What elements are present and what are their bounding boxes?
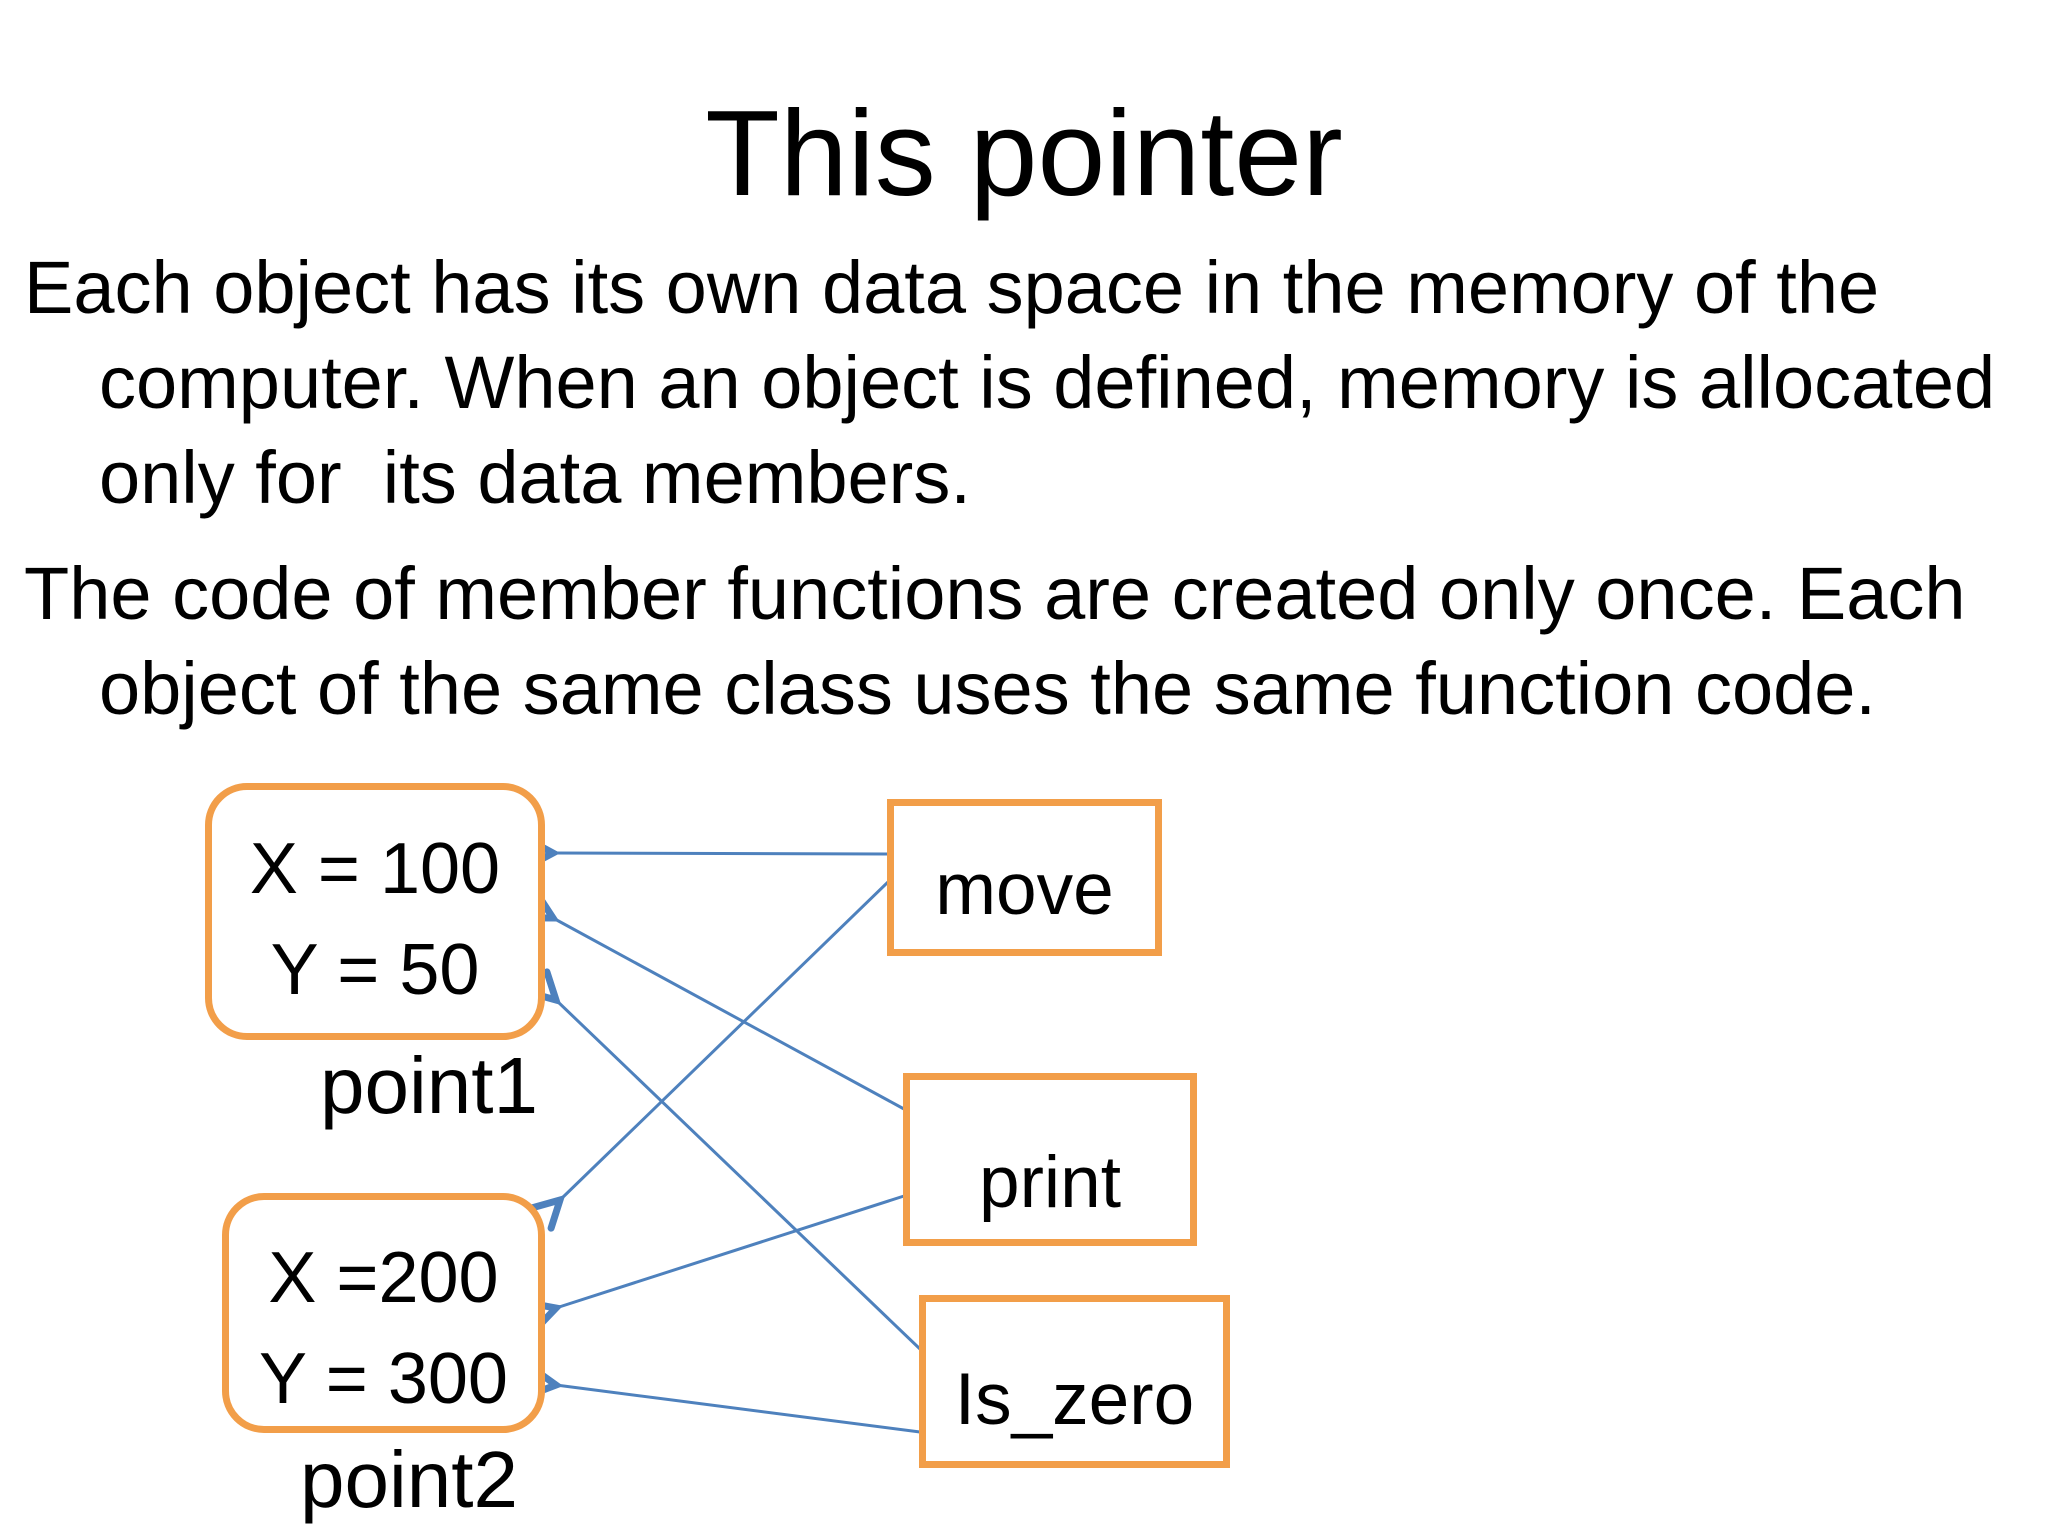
arrow-move-to-point2: [560, 880, 890, 1200]
move-function-box: move: [887, 799, 1162, 956]
point1-field-y: Y = 50: [270, 930, 480, 1010]
point1-label: point1: [320, 1041, 538, 1130]
point1-field-x: X = 100: [249, 829, 501, 909]
print-function-label: print: [978, 1142, 1121, 1223]
point2-fields: X =200 Y = 300: [229, 1228, 538, 1430]
arrow-move-to-point1: [553, 853, 889, 854]
body-paragraph-2: The code of member functions are created…: [24, 546, 1966, 736]
body-paragraph-1: Each object has its own data space in th…: [24, 240, 1995, 525]
arrow-print-to-point2: [556, 1194, 905, 1308]
point2-object-box: X =200 Y = 300: [222, 1193, 545, 1433]
paragraph-1-line-3: only for its data members.: [99, 436, 971, 519]
point2-label: point2: [300, 1435, 518, 1524]
arrow-iszero-to-point2: [556, 1385, 921, 1434]
point2-field-x: X =200: [268, 1238, 499, 1318]
is-zero-function-label: Is_zero: [954, 1359, 1195, 1440]
print-function-box: print: [903, 1073, 1197, 1246]
move-function-label: move: [935, 849, 1114, 930]
slide-title: This pointer: [705, 85, 1343, 221]
point2-field-y: Y = 300: [259, 1339, 508, 1419]
point1-object-box: X = 100 Y = 50: [205, 783, 545, 1040]
paragraph-1-line-2: computer. When an object is defined, mem…: [99, 341, 1996, 424]
paragraph-1-line-1: Each object has its own data space in th…: [24, 246, 1880, 329]
paragraph-2-line-2: object of the same class uses the same f…: [99, 647, 1876, 730]
paragraph-2-line-1: The code of member functions are created…: [24, 552, 1966, 635]
point1-fields: X = 100 Y = 50: [212, 819, 538, 1021]
is-zero-function-box: Is_zero: [919, 1295, 1230, 1468]
